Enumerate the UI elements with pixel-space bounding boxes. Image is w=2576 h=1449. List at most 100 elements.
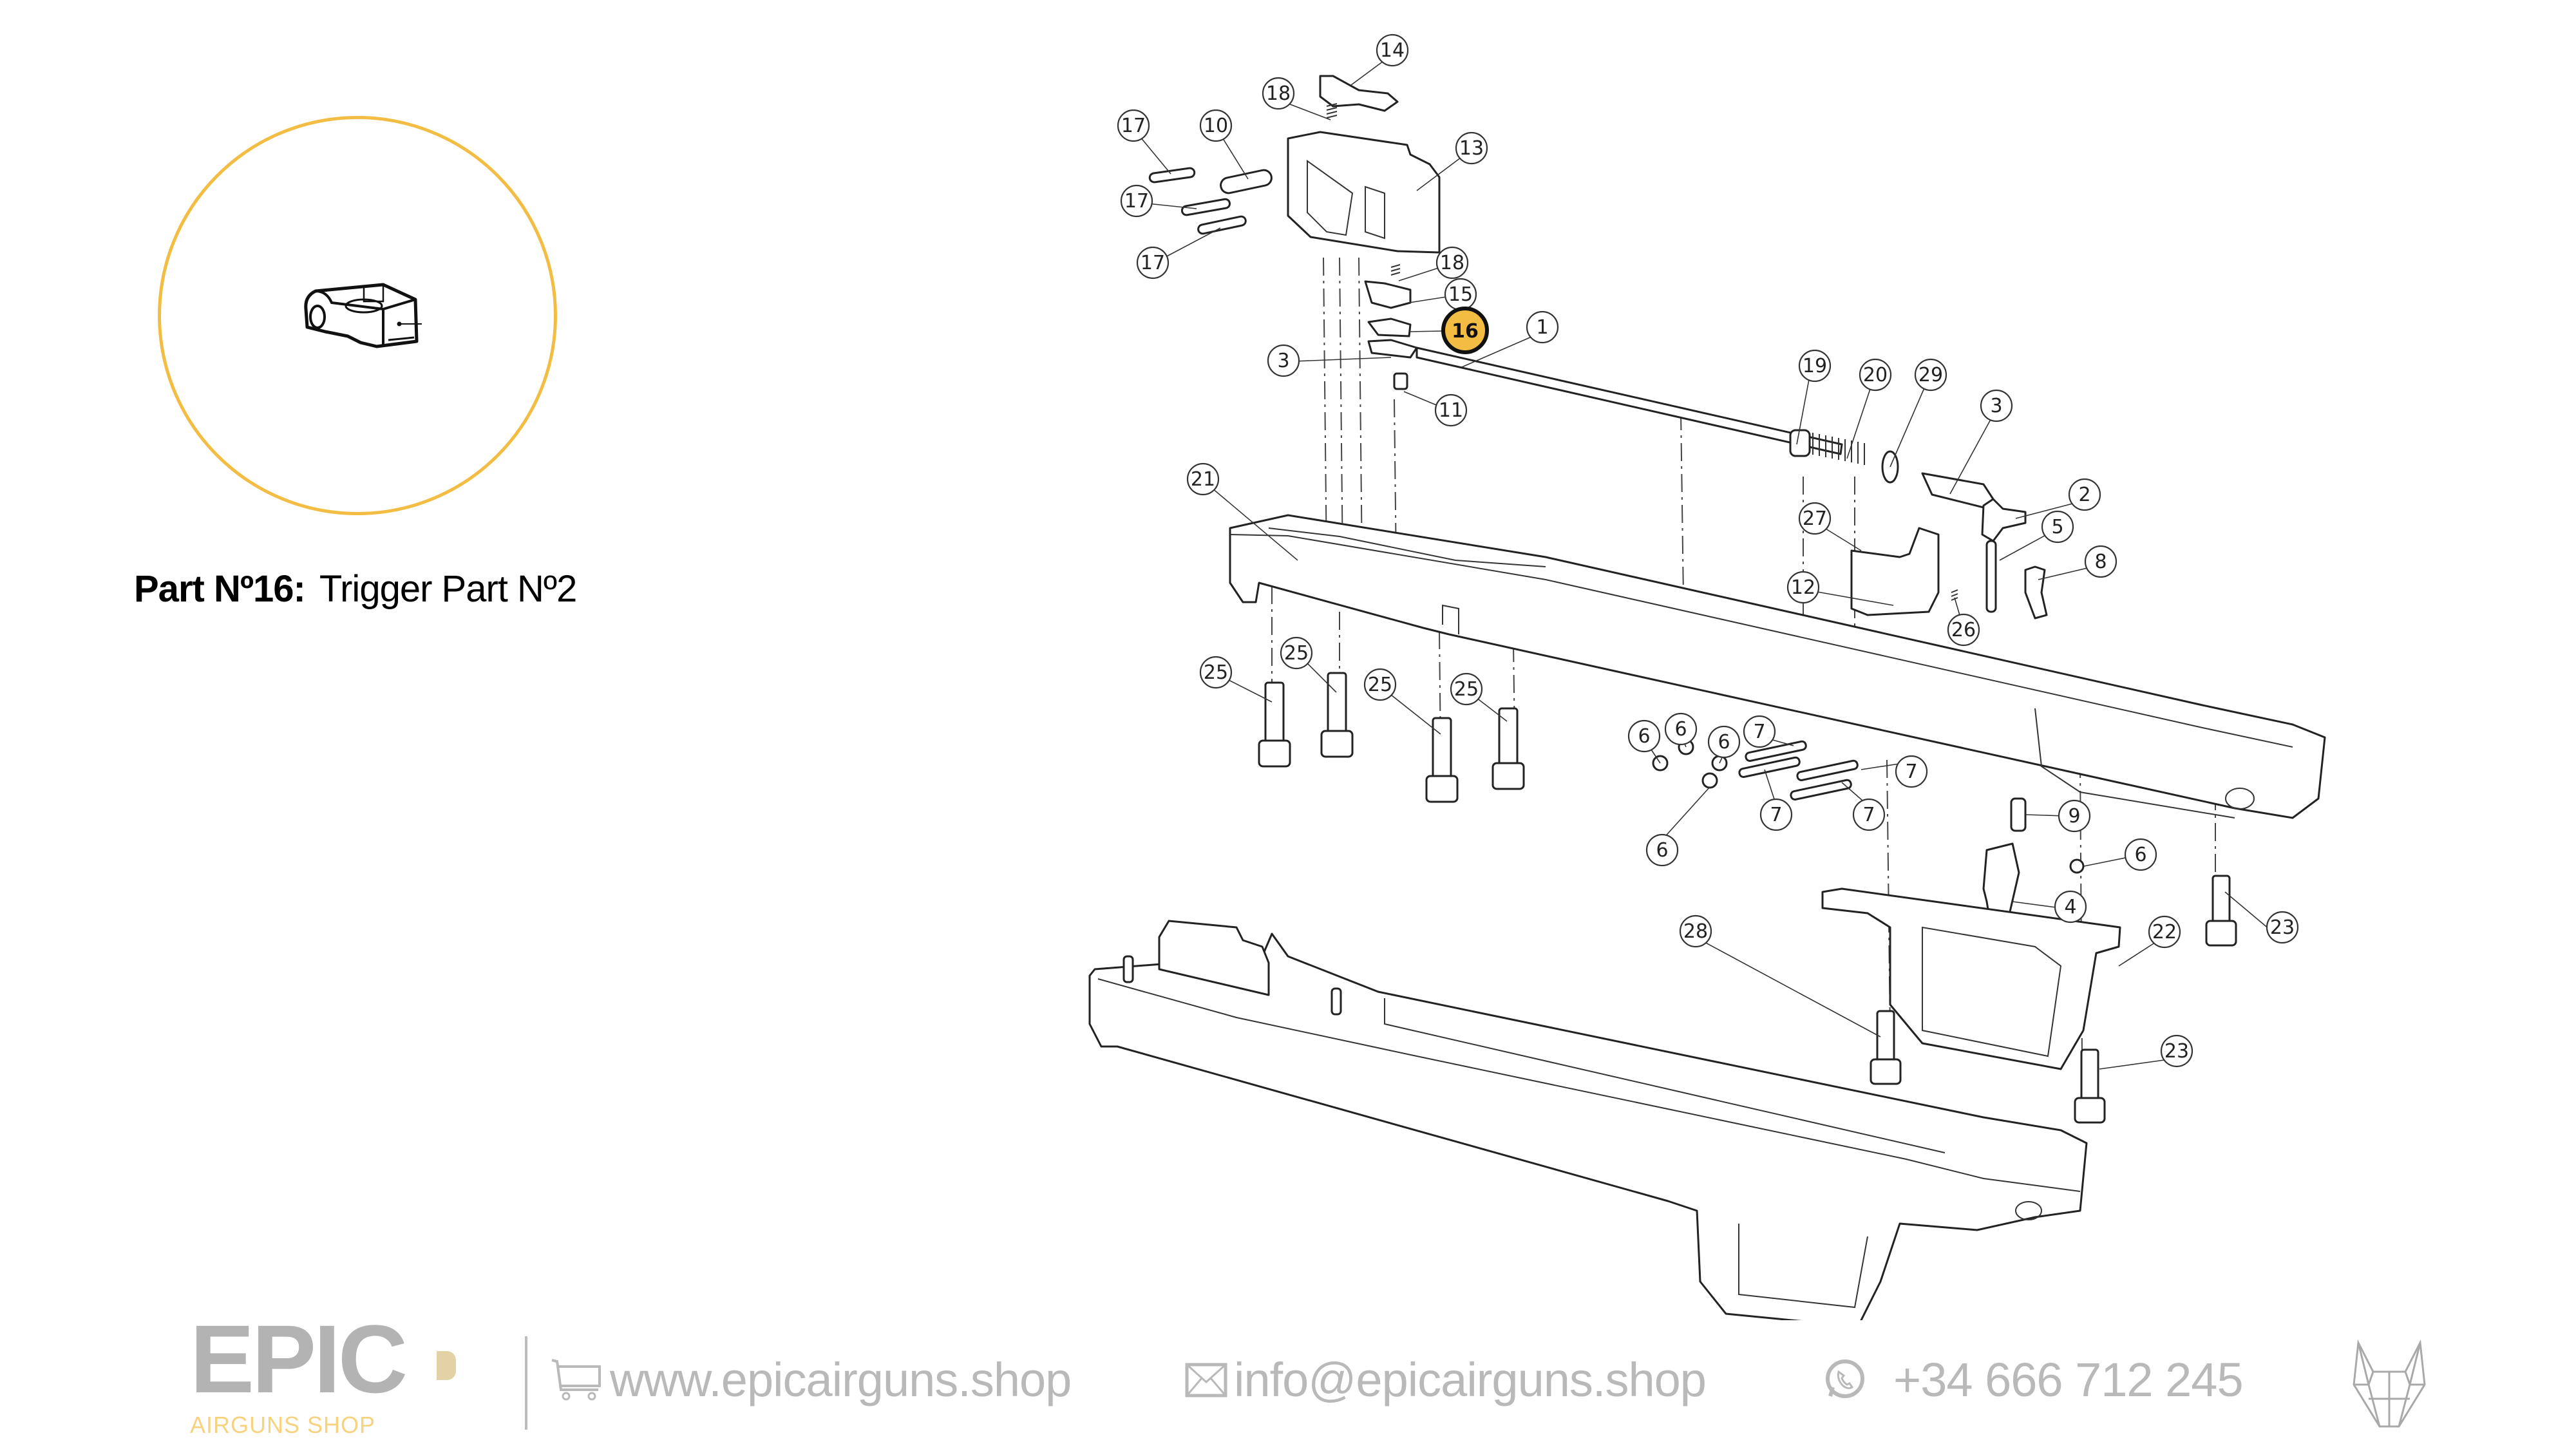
callout-part-6[interactable]: 6 <box>2124 838 2157 871</box>
callout-part-2[interactable]: 2 <box>2068 478 2101 511</box>
callout-number: 19 <box>1803 355 1827 377</box>
callout-number: 7 <box>1753 721 1765 743</box>
part-detail-circle <box>158 116 557 515</box>
callout-part-17[interactable]: 17 <box>1120 184 1153 218</box>
callout-number: 28 <box>1683 920 1708 943</box>
email-text: info@epicairguns.shop <box>1234 1353 1707 1406</box>
callout-part-3[interactable]: 3 <box>1980 389 2013 422</box>
callout-part-7[interactable]: 7 <box>1743 715 1776 748</box>
part-caption: Part Nº16: Trigger Part Nº2 <box>134 567 577 612</box>
pins-and-nuts <box>1652 739 2085 874</box>
callout-number: 21 <box>1191 468 1215 491</box>
callout-part-1[interactable]: 1 <box>1526 310 1559 344</box>
callout-highlighted-part[interactable]: 16 <box>1441 307 1489 354</box>
callout-part-7[interactable]: 7 <box>1759 798 1793 831</box>
callout-part-13[interactable]: 13 <box>1455 131 1488 165</box>
part-number-label: Part Nº16: <box>134 568 306 610</box>
part-name: Trigger Part Nº2 <box>319 568 577 610</box>
pins <box>1148 167 1273 235</box>
callout-part-29[interactable]: 29 <box>1914 358 1947 392</box>
callout-part-25[interactable]: 25 <box>1280 636 1313 670</box>
callout-part-15[interactable]: 15 <box>1444 278 1477 311</box>
callout-part-26[interactable]: 26 <box>1947 613 1980 647</box>
envelope-icon <box>1185 1363 1227 1397</box>
callout-number: 2 <box>2078 484 2090 506</box>
callout-number: 3 <box>1990 395 2002 417</box>
callout-part-21[interactable]: 21 <box>1186 462 1220 496</box>
callout-number: 6 <box>2134 844 2146 866</box>
phone-text: +34 666 712 245 <box>1893 1353 2244 1406</box>
callout-part-17[interactable]: 17 <box>1117 109 1150 142</box>
callout-number: 3 <box>1277 350 1289 372</box>
callout-part-6[interactable]: 6 <box>1664 712 1698 746</box>
callout-number: 16 <box>1452 320 1479 343</box>
callout-part-6[interactable]: 6 <box>1645 833 1679 867</box>
callout-number: 6 <box>1674 718 1687 741</box>
callout-part-11[interactable]: 11 <box>1434 393 1468 427</box>
logo-wordmark: EPIC <box>190 1305 408 1413</box>
email-link[interactable]: info@epicairguns.shop <box>1185 1352 1707 1407</box>
callout-part-25[interactable]: 25 <box>1363 668 1397 701</box>
callout-part-18[interactable]: 18 <box>1262 77 1295 110</box>
footer: EPIC AIRGUNS SHOP www.epicairguns.shop i… <box>0 1307 2576 1438</box>
callout-part-28[interactable]: 28 <box>1679 914 1712 948</box>
callout-number: 7 <box>1905 761 1917 783</box>
callout-number: 29 <box>1918 364 1943 386</box>
callout-number: 25 <box>1284 642 1309 665</box>
callout-part-23[interactable]: 23 <box>2266 911 2299 944</box>
callout-part-17[interactable]: 17 <box>1136 246 1170 279</box>
callout-number: 17 <box>1121 115 1146 137</box>
callout-part-20[interactable]: 20 <box>1859 358 1892 392</box>
callout-number: 13 <box>1459 137 1484 160</box>
wolf-head-icon <box>2353 1340 2426 1428</box>
website-link[interactable]: www.epicairguns.shop <box>551 1352 1072 1407</box>
callout-part-4[interactable]: 4 <box>2054 890 2087 923</box>
callout-part-19[interactable]: 19 <box>1798 349 1832 383</box>
assembled-frame <box>1088 920 2088 1328</box>
epic-airguns-logo[interactable]: EPIC AIRGUNS SHOP <box>190 1305 456 1443</box>
callout-number: 7 <box>1770 804 1782 826</box>
callout-number: 25 <box>1454 678 1479 701</box>
callout-part-23[interactable]: 23 <box>2160 1034 2193 1068</box>
callout-part-9[interactable]: 9 <box>2058 799 2091 833</box>
logo-accent-mark <box>437 1351 456 1380</box>
callout-number: 23 <box>2164 1040 2189 1063</box>
callout-number: 20 <box>1863 364 1888 386</box>
callout-part-25[interactable]: 25 <box>1199 656 1233 689</box>
callout-number: 10 <box>1204 115 1228 137</box>
callout-number: 6 <box>1638 725 1650 748</box>
callout-part-7[interactable]: 7 <box>1852 798 1886 831</box>
callout-number: 25 <box>1368 674 1392 696</box>
callout-part-7[interactable]: 7 <box>1895 755 1928 788</box>
callout-number: 8 <box>2094 551 2107 573</box>
callout-part-6[interactable]: 6 <box>1627 719 1661 753</box>
callout-number: 22 <box>2152 921 2177 943</box>
callout-part-12[interactable]: 12 <box>1786 571 1820 604</box>
callout-part-27[interactable]: 27 <box>1798 502 1832 535</box>
trigger-part-2-icon <box>304 283 422 348</box>
callout-number: 27 <box>1803 507 1827 530</box>
callout-number: 17 <box>1124 190 1149 213</box>
callout-part-25[interactable]: 25 <box>1450 672 1483 706</box>
callout-number: 12 <box>1791 576 1815 599</box>
callout-part-14[interactable]: 14 <box>1376 33 1409 67</box>
callout-number: 6 <box>1718 731 1730 753</box>
callout-part-3[interactable]: 3 <box>1267 344 1300 377</box>
leader-lines <box>1139 59 2274 1070</box>
callout-part-8[interactable]: 8 <box>2084 545 2117 578</box>
callout-number: 25 <box>1204 661 1228 684</box>
phone-link[interactable]: +34 666 712 245 <box>1823 1352 2244 1407</box>
callout-number: 4 <box>2064 896 2076 918</box>
callout-number: 17 <box>1141 252 1165 274</box>
callout-number: 6 <box>1656 839 1668 862</box>
callout-part-6[interactable]: 6 <box>1707 725 1741 759</box>
callout-part-5[interactable]: 5 <box>2041 510 2074 544</box>
callout-number: 26 <box>1951 619 1976 641</box>
callout-part-10[interactable]: 10 <box>1199 109 1233 142</box>
exploded-view-drawing <box>1088 59 2326 1328</box>
callout-part-18[interactable]: 18 <box>1435 246 1469 279</box>
callout-number: 5 <box>2051 516 2063 538</box>
callout-part-22[interactable]: 22 <box>2148 915 2181 949</box>
